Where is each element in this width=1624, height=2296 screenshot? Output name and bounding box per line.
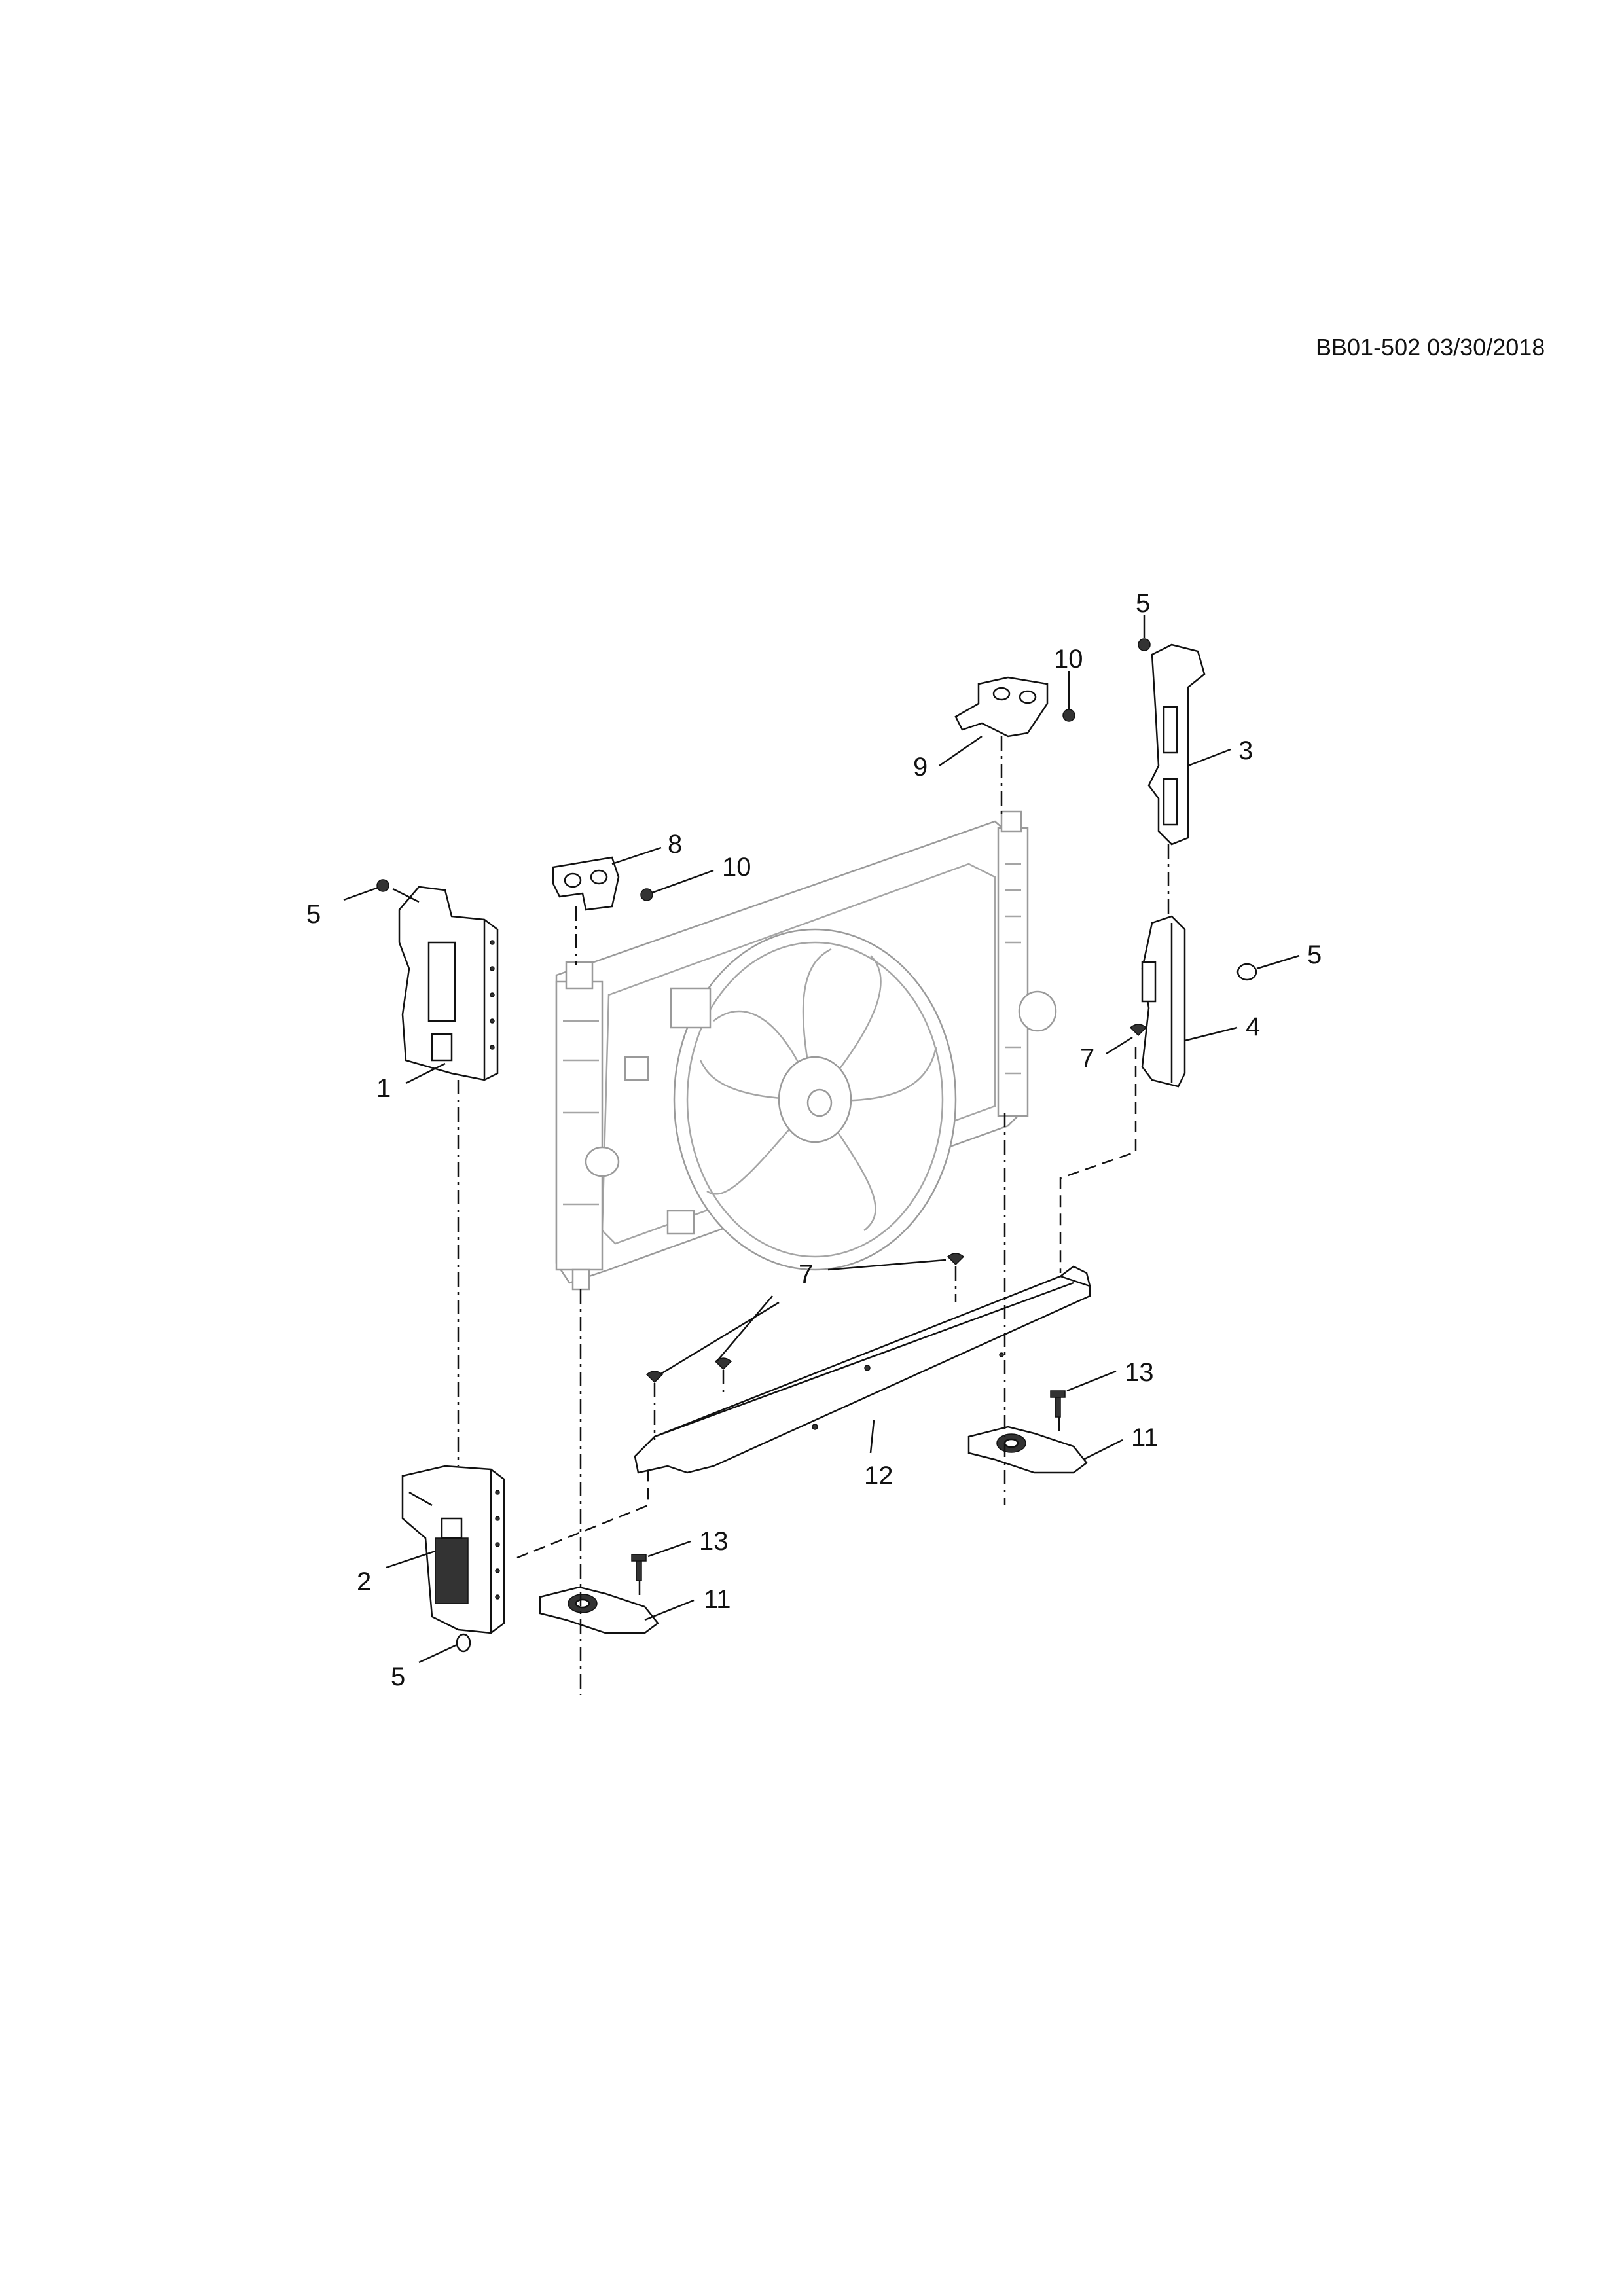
deflector-4-tab bbox=[1141, 961, 1157, 1003]
fastener-13-right bbox=[1050, 1390, 1066, 1418]
deflector-1-slot bbox=[427, 941, 456, 1022]
callout-13-right: 13 bbox=[1125, 1358, 1154, 1387]
deflector-3-slot-lower bbox=[1163, 778, 1178, 826]
mount-11-right-body bbox=[967, 1426, 1088, 1474]
deflector-3-slot-upper bbox=[1163, 706, 1178, 754]
callout-5-left-bottom: 5 bbox=[391, 1662, 405, 1691]
callout-10-right: 10 bbox=[1054, 645, 1083, 673]
baffle-12-right-tab bbox=[1058, 1265, 1091, 1287]
part-2-left-lower-air-deflector bbox=[401, 1465, 505, 1634]
mount-11-left-body bbox=[539, 1586, 659, 1634]
part-11-lower-mount-right bbox=[967, 1426, 1088, 1474]
bracket-9-body bbox=[954, 676, 1049, 738]
fastener-10-right bbox=[1062, 709, 1075, 722]
right-tank-top-pin bbox=[1000, 810, 1022, 833]
left-tank-top-pin bbox=[565, 961, 594, 990]
part-3-right-upper-air-deflector bbox=[1147, 643, 1206, 846]
callout-12: 12 bbox=[864, 1462, 893, 1490]
deflector-2-tab bbox=[441, 1517, 463, 1539]
leader-lines bbox=[343, 615, 1300, 1664]
callout-labels: 5 10 3 9 8 10 5 5 4 1 7 7 13 11 12 13 2 … bbox=[306, 589, 1322, 1691]
fasteners bbox=[376, 638, 1257, 1653]
fan-hub-center bbox=[806, 1088, 833, 1117]
bracket-8-body bbox=[552, 856, 620, 911]
fastener-5-left-upper bbox=[376, 879, 389, 892]
callout-7-right: 7 bbox=[1080, 1044, 1094, 1073]
callout-7-center: 7 bbox=[799, 1260, 813, 1289]
radiator-fins bbox=[563, 863, 1021, 1206]
radiator-inlet bbox=[585, 1146, 620, 1177]
callout-3: 3 bbox=[1238, 736, 1253, 765]
radiator-left-tank bbox=[555, 980, 604, 1271]
callout-4: 4 bbox=[1246, 1013, 1260, 1041]
fan-ring-inner bbox=[686, 941, 944, 1258]
callout-1: 1 bbox=[376, 1074, 391, 1103]
callout-5-right-mid: 5 bbox=[1307, 941, 1322, 969]
fastener-13-left bbox=[631, 1554, 647, 1581]
fastener-5-right-grommet bbox=[1236, 963, 1257, 981]
fastener-5-left-bottom bbox=[456, 1633, 471, 1653]
fastener-7-left bbox=[645, 1371, 664, 1384]
callout-11-left: 11 bbox=[704, 1585, 731, 1614]
fastener-10-left bbox=[640, 888, 653, 901]
deflector-1-clip bbox=[431, 1033, 453, 1062]
deflector-2-grille bbox=[435, 1537, 469, 1604]
callout-8: 8 bbox=[668, 830, 682, 859]
assembly-centerlines bbox=[457, 736, 1170, 1695]
part-4-right-lower-air-deflector bbox=[1141, 915, 1186, 1088]
radiator-outlet bbox=[1018, 990, 1057, 1032]
callout-10-left: 10 bbox=[722, 853, 751, 882]
shroud-clip bbox=[666, 1210, 695, 1235]
callout-2: 2 bbox=[357, 1568, 371, 1596]
left-tank-bottom-pin bbox=[571, 1268, 590, 1291]
fastener-5-right-top bbox=[1138, 638, 1151, 651]
radiator-fan-assembly bbox=[555, 810, 1057, 1291]
shroud-bracket bbox=[624, 1056, 649, 1081]
part-11-lower-mount-left bbox=[539, 1586, 659, 1634]
callout-11-right: 11 bbox=[1131, 1424, 1159, 1452]
part-12-lower-air-baffle bbox=[634, 1265, 1091, 1474]
fastener-7-top bbox=[947, 1253, 965, 1266]
callout-5-top-right: 5 bbox=[1136, 589, 1150, 618]
part-9-right-upper-bracket bbox=[954, 676, 1049, 738]
part-1-left-upper-air-deflector bbox=[398, 886, 499, 1081]
fan-motor-connector bbox=[670, 987, 712, 1029]
callout-9: 9 bbox=[913, 753, 928, 781]
diagram-reference-code: BB01-502 03/30/2018 bbox=[1316, 334, 1545, 361]
callout-13-left: 13 bbox=[699, 1527, 729, 1556]
callout-5-left-upper: 5 bbox=[306, 900, 321, 929]
fastener-7-right bbox=[1129, 1024, 1147, 1037]
part-8-left-upper-bracket bbox=[552, 856, 620, 911]
